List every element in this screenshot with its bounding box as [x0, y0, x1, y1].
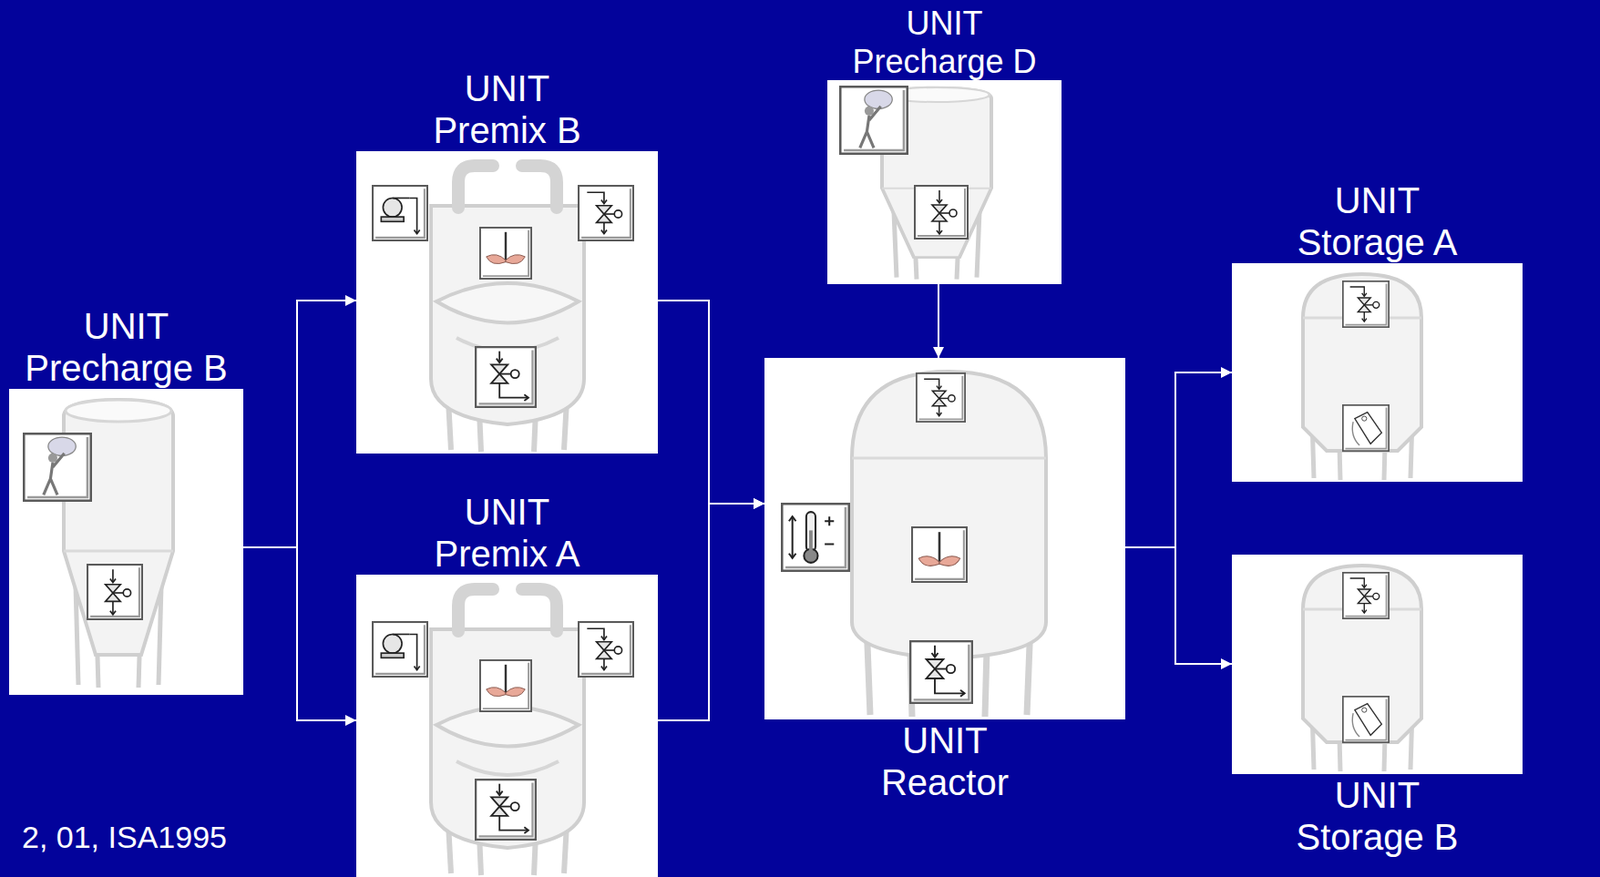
storage-b-vessel	[1302, 565, 1422, 772]
unit-panel	[356, 574, 658, 877]
unit-box: UNIT Precharge B	[9, 389, 244, 696]
unit-panel	[827, 80, 1062, 285]
unit-heading: UNIT Reactor	[862, 719, 1027, 804]
flow-connector	[657, 503, 765, 721]
flow-connector	[1125, 372, 1232, 548]
flow-connector	[243, 547, 357, 721]
unit-panel	[9, 389, 244, 696]
unit-box: UNIT Storage A	[1231, 263, 1523, 483]
unit-box: UNIT Premix A	[356, 574, 658, 877]
unit-box: UNIT Precharge D	[827, 80, 1062, 285]
flow-connector	[1125, 547, 1232, 665]
unit-heading: UNIT Precharge B	[12, 305, 241, 390]
note-label: 2, 01, ISA1995	[21, 820, 227, 856]
unit-heading: UNIT Premix B	[416, 67, 599, 152]
storage-a-vessel	[1302, 274, 1422, 481]
unit-heading: UNIT Storage B	[1282, 774, 1474, 859]
unit-heading: UNIT Premix A	[416, 491, 599, 575]
reactor-vessel	[781, 371, 1047, 718]
premix-a-vessel	[372, 589, 634, 876]
unit-box: UNIT Storage B	[1231, 554, 1523, 775]
flow-connector	[243, 300, 357, 548]
unit-panel	[356, 151, 658, 454]
premix-b-vessel	[372, 165, 634, 452]
unit-panel	[1231, 554, 1523, 775]
unit-box: UNIT Premix B	[356, 151, 658, 454]
precharge-b-vessel	[23, 400, 174, 688]
unit-panel	[764, 358, 1126, 720]
unit-box: UNIT Reactor	[764, 358, 1126, 720]
flow-connector	[657, 300, 765, 504]
flow-connector	[937, 284, 940, 359]
unit-panel	[1231, 263, 1523, 483]
unit-heading: UNIT Storage A	[1282, 179, 1474, 264]
precharge-d-vessel	[840, 86, 992, 279]
unit-heading: UNIT Precharge D	[840, 4, 1050, 81]
